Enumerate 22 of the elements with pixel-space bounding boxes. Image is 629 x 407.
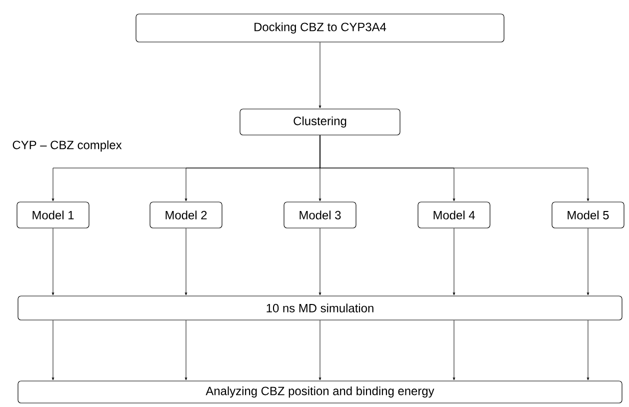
arrow: [586, 320, 590, 380]
process-box: Clustering: [240, 108, 400, 136]
model-box: Model 4: [418, 202, 490, 228]
model-box: Model 5: [552, 202, 624, 228]
arrow: [586, 228, 590, 296]
model-box: Model 1: [16, 202, 90, 228]
process-box: Docking CBZ to CYP3A4: [136, 14, 504, 42]
process-box: 10 ns MD simulation: [18, 296, 622, 320]
arrow: [320, 135, 590, 202]
arrow: [184, 320, 188, 380]
process-box: Analyzing CBZ position and binding energy: [18, 380, 622, 404]
model-box: Model 2: [150, 202, 222, 228]
arrow: [318, 320, 322, 380]
model-box: Model 3: [284, 202, 356, 228]
arrow: [318, 42, 322, 108]
arrow: [52, 228, 54, 296]
arrow: [452, 228, 456, 296]
arrow: [52, 320, 54, 380]
arrow: [318, 228, 322, 296]
arrow: [452, 320, 456, 380]
annotation-text: CYP – CBZ complex: [12, 140, 122, 152]
arrow: [184, 228, 188, 296]
